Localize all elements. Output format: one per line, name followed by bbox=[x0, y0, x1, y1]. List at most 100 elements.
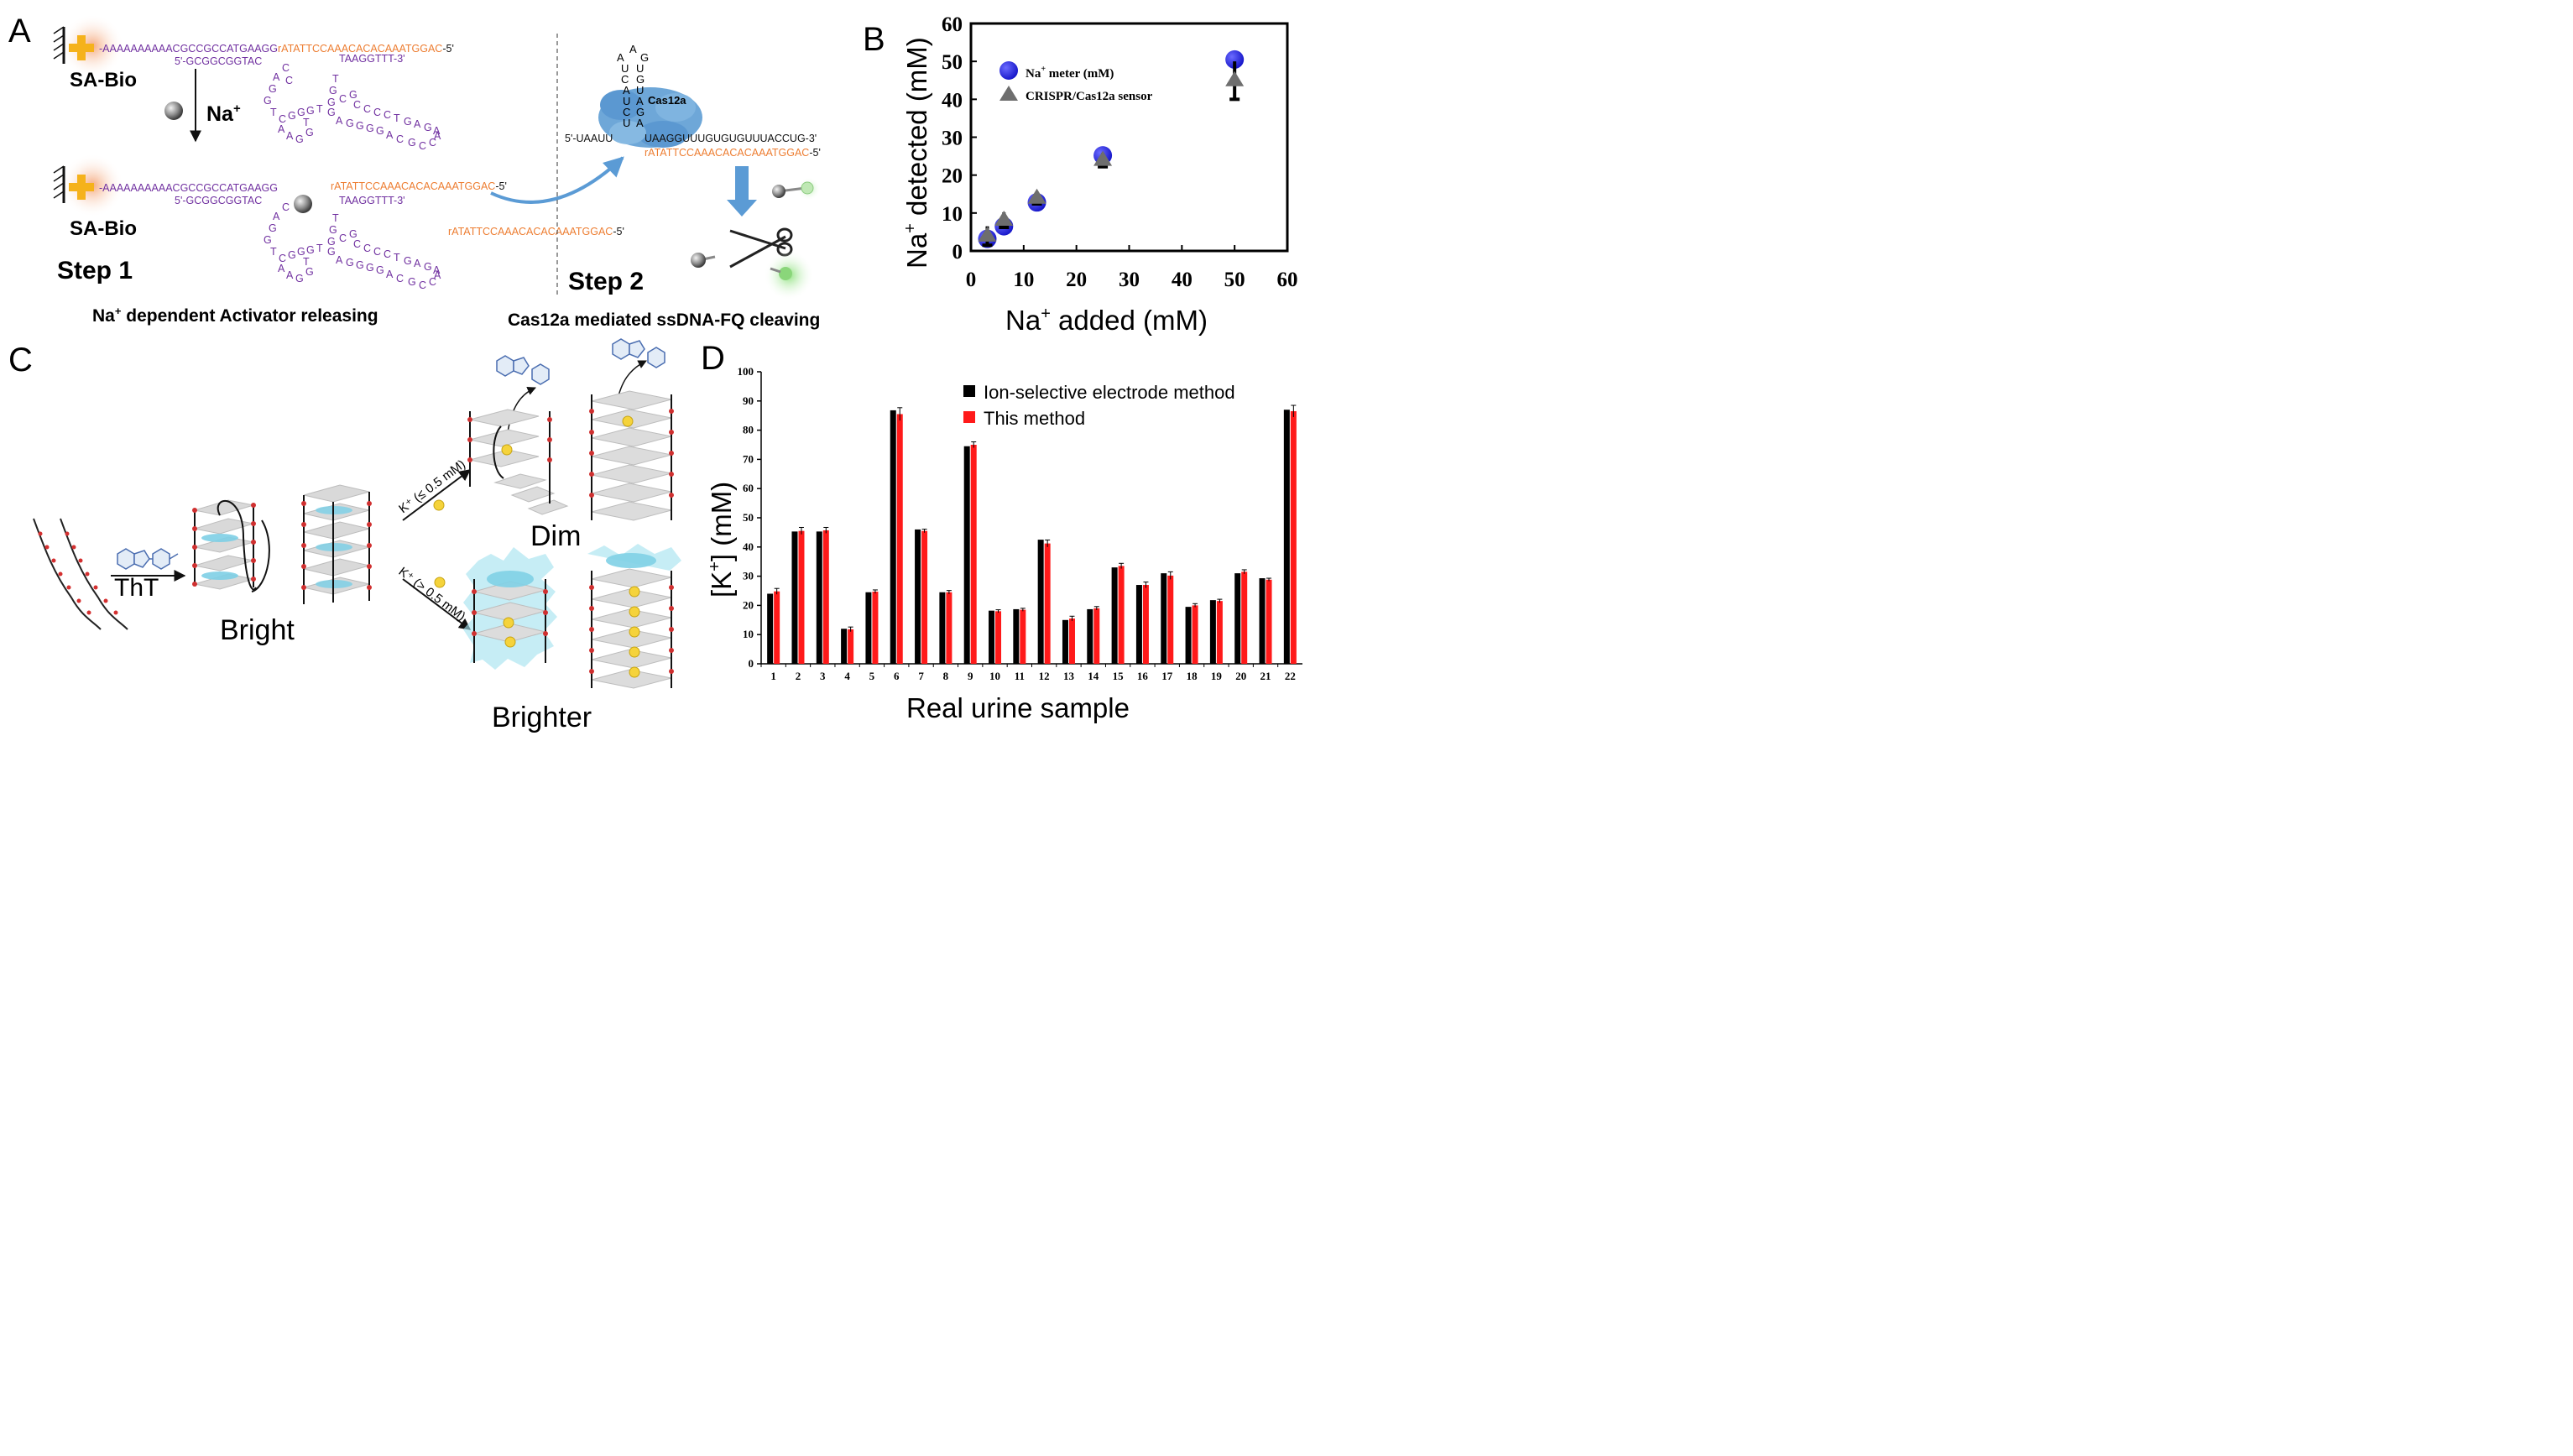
legend-ise-swatch bbox=[963, 385, 975, 397]
svg-text:C: C bbox=[396, 133, 404, 145]
seq-top-end: -5' bbox=[442, 43, 454, 55]
panel-c: C ThT bbox=[8, 338, 681, 733]
svg-text:A: A bbox=[278, 263, 285, 274]
svg-text:A: A bbox=[386, 269, 394, 280]
svg-text:G: G bbox=[408, 137, 416, 149]
seq-released-activator: rATATTCCAAACACACAAATGGAC-5' bbox=[448, 226, 624, 237]
bar-ise bbox=[989, 610, 995, 664]
g-quadruplex-bright-2 bbox=[301, 484, 372, 604]
svg-text:C: C bbox=[353, 238, 361, 250]
svg-text:C: C bbox=[623, 106, 630, 118]
g-quadruplex-dim-1 bbox=[467, 409, 569, 515]
x-tick-label: 20 bbox=[1235, 670, 1246, 682]
svg-text:T: T bbox=[316, 103, 323, 115]
svg-text:T: T bbox=[394, 252, 400, 264]
svg-text:T: T bbox=[270, 107, 277, 118]
bar-ise bbox=[1161, 573, 1167, 664]
svg-text:C: C bbox=[285, 75, 293, 86]
x-tick-label: 14 bbox=[1088, 670, 1099, 682]
svg-text:A: A bbox=[278, 123, 285, 135]
na-label: Na+ bbox=[206, 102, 241, 126]
surface-hatch-bottom bbox=[53, 165, 65, 203]
svg-text:G: G bbox=[346, 257, 354, 269]
svg-text:C: C bbox=[396, 273, 404, 284]
tht-molecule-icon bbox=[117, 548, 179, 570]
k-high-label: K⁺ (> 0.5 mM) bbox=[396, 565, 468, 624]
svg-text:G: G bbox=[349, 228, 358, 240]
svg-text:C: C bbox=[339, 232, 347, 244]
svg-text:C: C bbox=[282, 62, 290, 74]
svg-text:G: G bbox=[329, 224, 337, 236]
svg-text:T: T bbox=[332, 212, 339, 224]
y-tick-label: 70 bbox=[743, 452, 754, 465]
svg-text:U: U bbox=[636, 84, 644, 97]
step-1-label: Step 1 bbox=[57, 257, 133, 284]
sensor-point bbox=[1093, 150, 1113, 166]
bar-ise bbox=[865, 592, 872, 664]
svg-text:G: G bbox=[327, 107, 336, 118]
sa-bio-label-bottom: SA-Bio bbox=[70, 217, 137, 240]
cas12a-label: Cas12a bbox=[648, 94, 686, 107]
seq-bottom-purple: -AAAAAAAAAACGCCGCCATGAAGG bbox=[99, 182, 278, 194]
sa-bio-label-top: SA-Bio bbox=[70, 69, 137, 91]
svg-text:A: A bbox=[636, 95, 644, 107]
surface-hatch-top bbox=[53, 26, 65, 64]
sensor-point bbox=[1027, 188, 1046, 204]
sensor-point bbox=[1225, 70, 1245, 86]
x-tick-label: 3 bbox=[820, 670, 826, 682]
bar-ise bbox=[1185, 607, 1192, 664]
tht-release-arrow-1 bbox=[507, 387, 536, 433]
k-low-arrow bbox=[402, 469, 472, 521]
dim-label: Dim bbox=[530, 520, 581, 552]
legend-this-label: This method bbox=[984, 408, 1085, 429]
bar-ise bbox=[1037, 540, 1044, 664]
x-tick-label: 5 bbox=[869, 670, 875, 682]
y-tick-label: 20 bbox=[942, 165, 963, 188]
svg-text:C: C bbox=[279, 253, 286, 264]
svg-text:G: G bbox=[424, 261, 432, 273]
bar-this-method bbox=[995, 611, 1002, 664]
svg-text:T: T bbox=[316, 243, 323, 254]
bar-ise bbox=[767, 593, 774, 664]
bar-this-method bbox=[1093, 608, 1100, 664]
svg-text:A: A bbox=[636, 117, 644, 129]
tht-released-icon-1 bbox=[496, 355, 550, 385]
plot-d-ylabel: [K+] (mM) bbox=[706, 482, 737, 598]
y-tick-label: 60 bbox=[743, 482, 754, 494]
svg-text:C: C bbox=[373, 107, 381, 118]
seq-top-purple: -AAAAAAAAAACGCCGCCATGAAGG bbox=[99, 43, 278, 55]
y-tick-label: 80 bbox=[743, 424, 754, 436]
svg-text:G: G bbox=[404, 255, 412, 267]
svg-text:A: A bbox=[386, 129, 394, 141]
x-tick-label: 60 bbox=[1277, 269, 1298, 291]
x-tick-label: 11 bbox=[1015, 670, 1025, 682]
x-tick-label: 30 bbox=[1119, 269, 1140, 291]
svg-text:C: C bbox=[279, 113, 286, 125]
svg-text:C: C bbox=[282, 201, 290, 213]
bar-ise bbox=[1234, 573, 1241, 664]
x-tick-label: 8 bbox=[943, 670, 949, 682]
legend-sensor-label: CRISPR/Cas12a sensor bbox=[1026, 90, 1153, 103]
plot-b-legend: Na+ meter (mM) CRISPR/Cas12a sensor bbox=[999, 61, 1153, 103]
plot-b-ylabel: Na+ detected (mM) bbox=[901, 37, 932, 269]
y-tick-label: 0 bbox=[749, 657, 754, 670]
bar-ise bbox=[791, 531, 798, 664]
svg-text:G: G bbox=[356, 120, 364, 132]
reporter-intact-icon bbox=[772, 177, 821, 201]
crrna-3prime: UAAGGUUUGUGUGUUUACCUG-3' bbox=[645, 133, 817, 144]
plot-b-points bbox=[978, 50, 1245, 248]
reporter-cleaved-fluorophore-icon bbox=[764, 250, 814, 300]
svg-text:T: T bbox=[394, 112, 400, 124]
bar-ise bbox=[939, 592, 946, 664]
bar-ise bbox=[1111, 567, 1118, 664]
svg-text:U: U bbox=[636, 62, 644, 75]
svg-text:C: C bbox=[429, 276, 436, 288]
seq-comp-top: 5'-GCGGCGGTAC bbox=[175, 55, 262, 67]
bar-this-method bbox=[1192, 605, 1198, 664]
na-ion-sphere bbox=[164, 102, 183, 120]
svg-text:C: C bbox=[429, 137, 436, 149]
svg-text:G: G bbox=[295, 273, 304, 284]
bar-this-method bbox=[798, 530, 805, 664]
